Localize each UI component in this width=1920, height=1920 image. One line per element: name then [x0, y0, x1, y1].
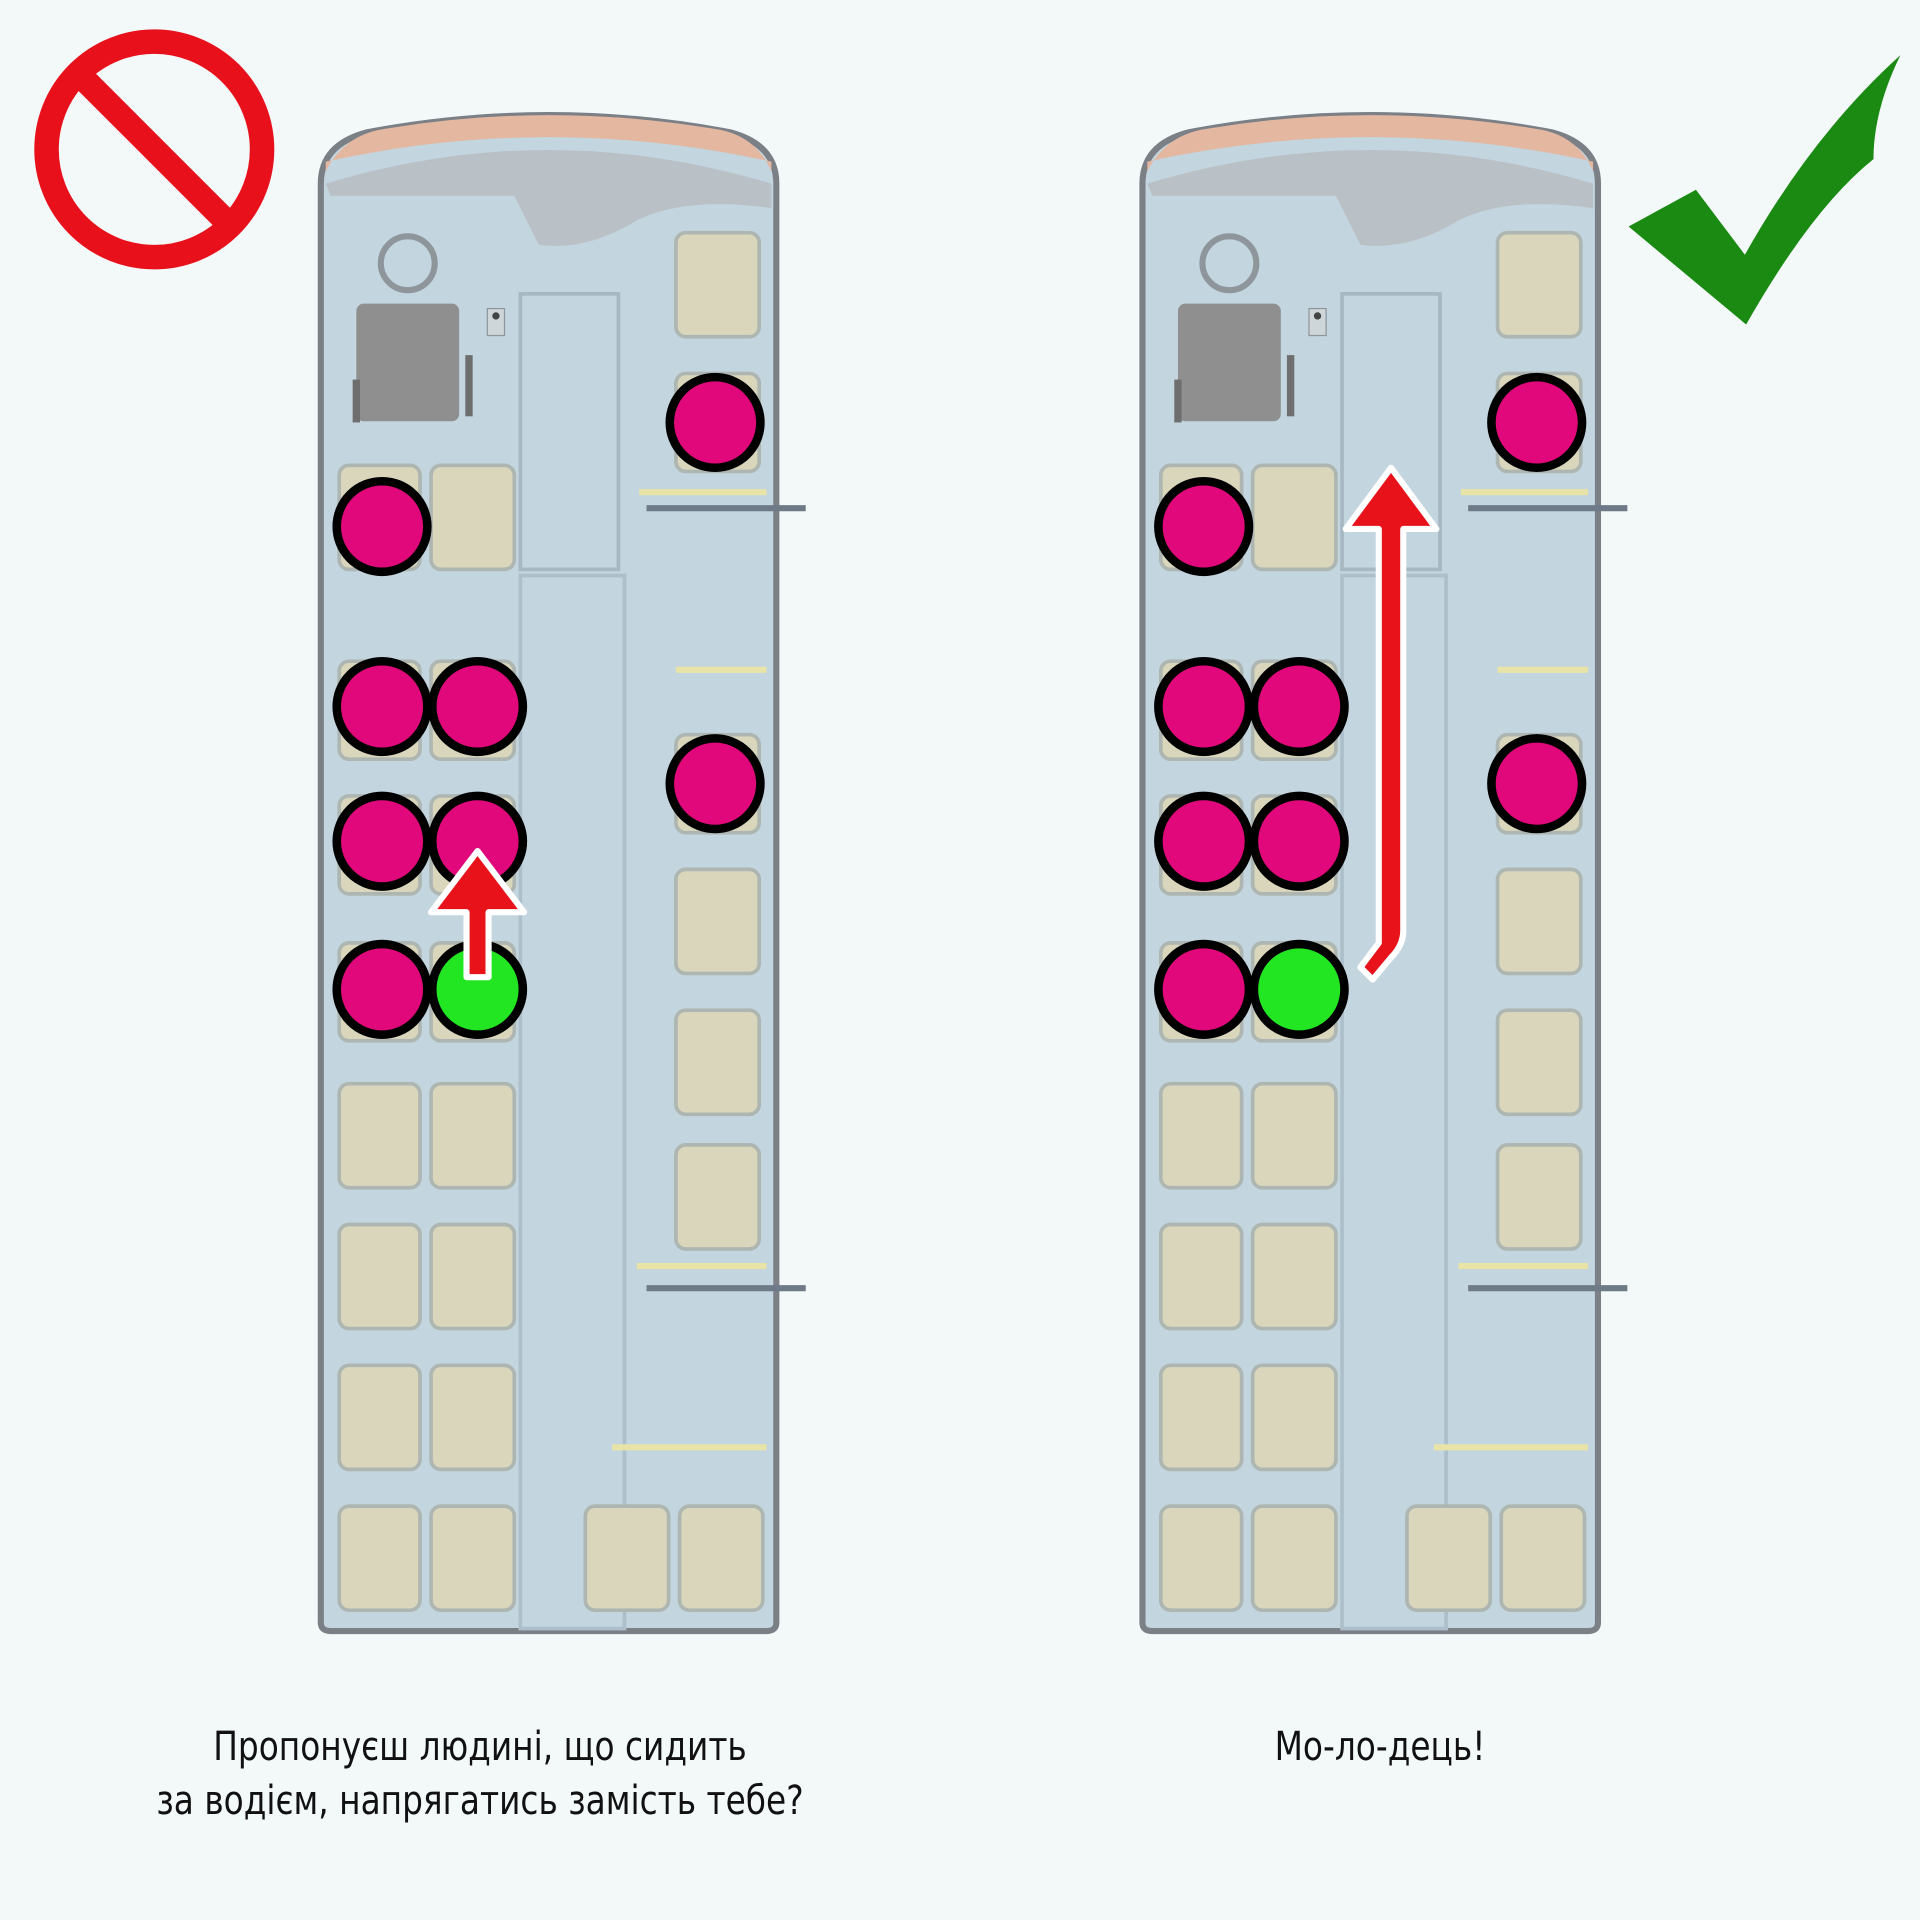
- correct-example-caption: Мо-ло-дець!: [1274, 1724, 1486, 1770]
- short-move-arrow: [427, 847, 528, 981]
- caption-line-2: за водієм, напрягатись замість тебе?: [156, 1778, 804, 1824]
- checkmark-icon: [1628, 55, 1901, 325]
- right-bus-layout: [1142, 115, 1627, 1631]
- prohibition-sign-icon: [34, 29, 275, 270]
- wrong-example-caption: Пропонуєш людині, що сидить за водієм, н…: [119, 1720, 841, 1828]
- long-move-arrow: [1342, 464, 1440, 983]
- caption-line-1: Пропонуєш людині, що сидить: [213, 1724, 747, 1770]
- left-bus-layout: [321, 115, 806, 1631]
